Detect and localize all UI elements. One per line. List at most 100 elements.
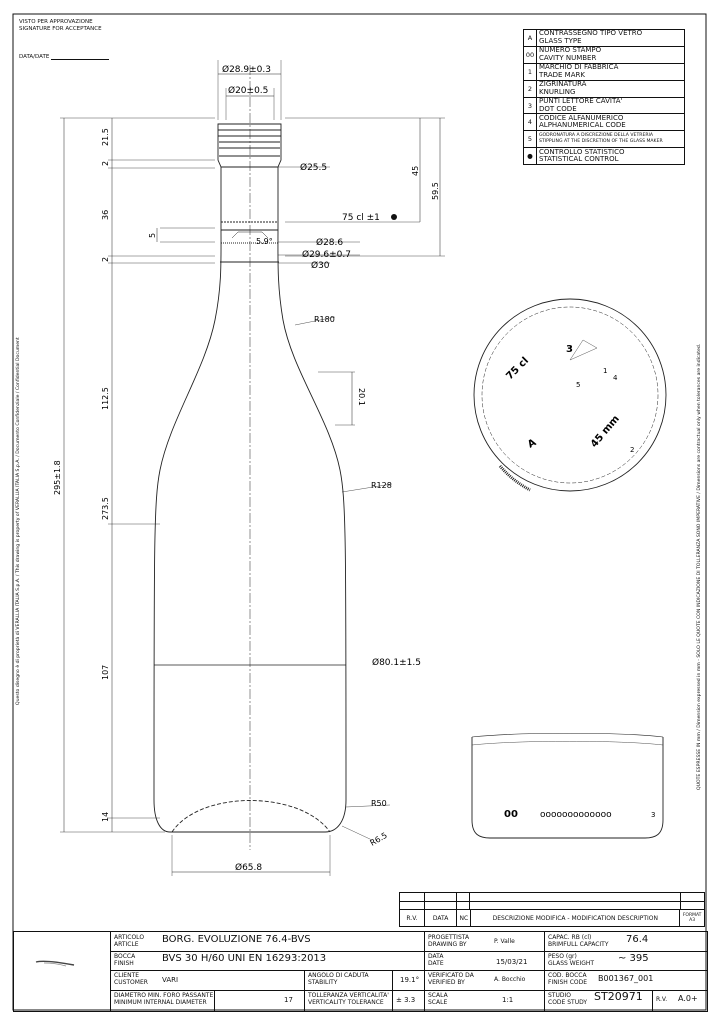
- dim-r65: R6.5: [369, 831, 389, 848]
- approval-block: VISTO PER APPROVAZIONE SIGNATURE FOR ACC…: [19, 19, 102, 32]
- dim-base: Ø65.8: [235, 862, 262, 873]
- statistical-control-icon: ●: [524, 148, 537, 165]
- dim-r50: R50: [371, 799, 387, 808]
- rev-nc: NC: [457, 910, 472, 926]
- dim-h5: 5: [148, 233, 157, 238]
- base-5: 5: [576, 381, 580, 389]
- date-line: [51, 59, 110, 60]
- base-capacity: 75 cl: [504, 355, 531, 382]
- format-value: A3: [689, 918, 696, 923]
- capacity-value: 76.4: [626, 934, 649, 945]
- verticality-value: ± 3.3: [396, 996, 416, 1004]
- dim-h2a: 2: [101, 161, 110, 166]
- logo-mark: [35, 960, 75, 967]
- dim-h2b: 2: [101, 257, 110, 262]
- rev-desc: DESCRIZIONE MODIFICA - MODIFICATION DESC…: [471, 910, 681, 926]
- dim-angle: 5.9°: [256, 237, 273, 246]
- dim-h2955: 295±1.8: [53, 460, 62, 495]
- revision-rows: [399, 892, 705, 909]
- rv-value: A.0+: [678, 994, 698, 1003]
- dim-h45: 45: [411, 166, 420, 176]
- dim-neck-outer: Ø28.9±0.3: [222, 64, 271, 75]
- base-view: 75 cl 45 mm 3 5 4 2 A 1: [473, 298, 667, 492]
- legend-code: 4: [524, 114, 537, 131]
- bottle-outline: [153, 123, 347, 833]
- date-value: 15/03/21: [496, 958, 528, 966]
- finish-code-value: B001367_001: [598, 974, 654, 983]
- heel-cavity: 00: [504, 809, 518, 820]
- format-label: FORMAT: [682, 913, 702, 918]
- base-3: 3: [566, 344, 573, 355]
- rev-data: DATA: [425, 910, 458, 926]
- stability-value: 19.1°: [400, 976, 420, 984]
- base-4: 4: [613, 374, 618, 382]
- capacity-label: CAPAC. RB (cl)BRIMFULL CAPACITY: [548, 934, 609, 948]
- verticality-label: TOLLERANZA VERTICALITA'VERTICALITY TOLER…: [308, 992, 389, 1006]
- legend-code: 2: [524, 80, 537, 97]
- date-label: DATA/DATE: [19, 54, 50, 60]
- weight-label: PESO (gr)GLASS WEIGHT: [548, 953, 595, 967]
- dim-h14: 14: [101, 812, 110, 822]
- dim-d255: Ø25.5: [300, 162, 327, 173]
- dim-h595: 59.5: [431, 182, 440, 200]
- legend-code: 5: [524, 131, 537, 148]
- dim-d286: Ø28.6: [316, 237, 343, 248]
- finish-value: BVS 30 H/60 UNI EN 16293:2013: [162, 953, 327, 964]
- article-value: BORG. EVOLUZIONE 76.4-BVS: [162, 934, 311, 945]
- study-value: ST20971: [594, 990, 643, 1003]
- legend-code: A: [524, 30, 537, 46]
- base-a: A: [526, 437, 538, 451]
- rv-label: R.V.: [656, 996, 668, 1003]
- dim-body: Ø80.1±1.5: [372, 657, 421, 668]
- dim-r128: R128: [371, 481, 392, 490]
- dim-fill: 75 cl ±1: [342, 213, 380, 223]
- heel-3: 3: [651, 811, 655, 819]
- dim-d30: Ø30: [311, 260, 330, 271]
- base-2: 2: [630, 446, 634, 454]
- legend-code: 00: [524, 46, 537, 63]
- dim-neck-inner: Ø20±0.5: [228, 85, 268, 96]
- weight-value: ~ 395: [618, 953, 649, 964]
- scale-value: 1:1: [502, 996, 514, 1004]
- dim-h1125: 112.5: [101, 387, 110, 410]
- verified-value: A. Bocchio: [494, 976, 526, 983]
- customer-value: VARI: [162, 976, 179, 984]
- date-field: DATA/DATE: [19, 54, 110, 60]
- dim-d296: Ø29.6±0.7: [302, 249, 351, 260]
- statistical-control-icon: [391, 214, 397, 220]
- bottle-drawing: Ø28.9±0.3 Ø20±0.5 Ø25.5 75 cl ±1 Ø28.6 Ø…: [53, 60, 667, 876]
- legend-code: 1: [524, 63, 537, 80]
- legend-desc: PUNTI LETTORE CAVITA'DOT CODE: [539, 97, 623, 113]
- revision-header: R.V. DATA NC DESCRIZIONE MODIFICA - MODI…: [399, 909, 705, 927]
- dim-h107: 107: [101, 665, 110, 680]
- diameter-value: 17: [284, 996, 293, 1004]
- approval-label-en: SIGNATURE FOR ACCEPTANCE: [19, 25, 102, 32]
